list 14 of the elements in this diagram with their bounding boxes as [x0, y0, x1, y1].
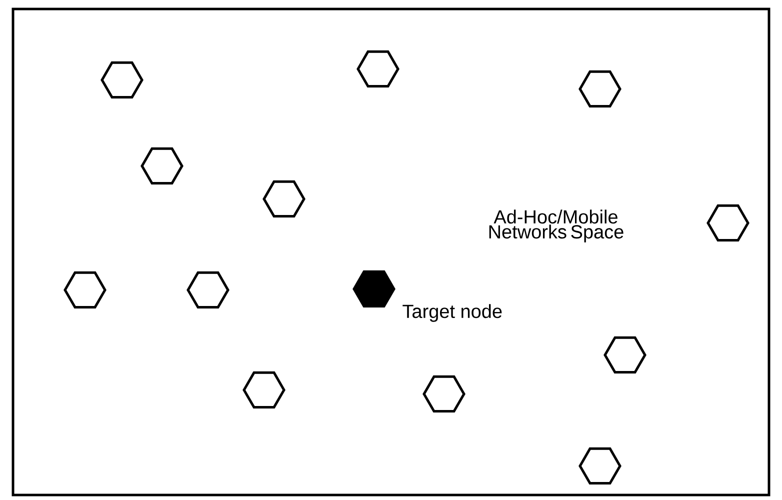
network-node-hexagon: [140, 147, 184, 185]
network-node-hexagon: [242, 371, 286, 409]
target-node-hexagon: [352, 270, 396, 308]
network-node-hexagon: [706, 204, 750, 242]
network-node-hexagon: [578, 447, 622, 485]
network-node-hexagon: [578, 70, 622, 108]
network-node-hexagon: [100, 61, 144, 99]
network-node-hexagon: [422, 375, 466, 413]
node-label: Target node: [402, 304, 502, 322]
network-node-hexagon: [64, 271, 106, 309]
network-node-hexagon: [262, 180, 306, 218]
network-node-hexagon: [186, 271, 230, 309]
network-node-hexagon: [604, 336, 646, 374]
network-node-hexagon: [356, 50, 400, 88]
